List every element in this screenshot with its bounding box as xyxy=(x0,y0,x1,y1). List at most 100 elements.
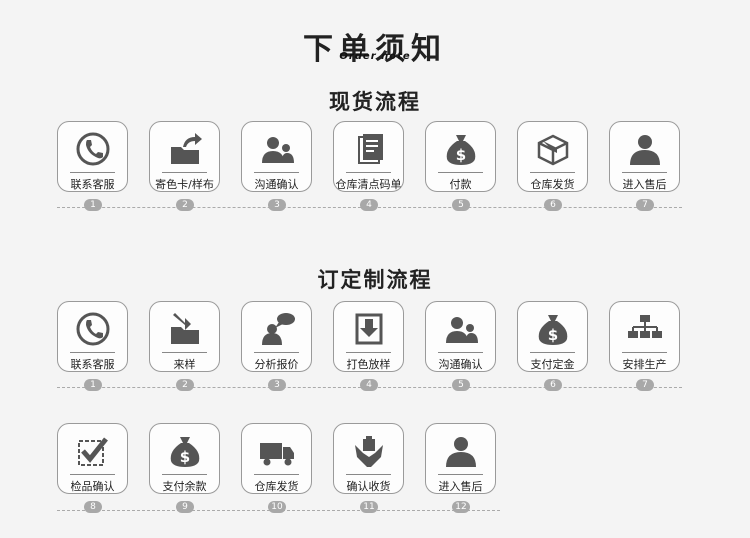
step-tile: 沟通确认 xyxy=(425,301,496,372)
truck-icon xyxy=(259,443,294,466)
process-step: 安排生产 7 xyxy=(609,301,682,391)
step-label: 进入售后 xyxy=(438,480,483,493)
tile-divider xyxy=(438,172,483,173)
tile-divider xyxy=(530,172,575,173)
step-tile: 寄色卡/样布 xyxy=(149,121,220,192)
process-step: 来样 2 xyxy=(149,301,222,391)
step-label: 付款 xyxy=(449,178,472,191)
step-number-badge: 4 xyxy=(360,379,378,391)
step-tile: 分析报价 xyxy=(241,301,312,372)
step-number-badge: 1 xyxy=(84,379,102,391)
step-number-badge: 7 xyxy=(636,379,654,391)
tile-divider xyxy=(70,172,115,173)
tile-divider xyxy=(438,474,483,475)
tile-divider xyxy=(346,172,391,173)
org-chart-icon xyxy=(627,315,662,338)
step-label: 仓库发货 xyxy=(254,480,299,493)
process-step: 检品确认 8 xyxy=(57,423,130,513)
step-number-badge: 8 xyxy=(84,501,102,513)
tile-divider xyxy=(162,352,207,353)
phone-icon xyxy=(76,132,109,166)
process-step: 仓库清点码单 4 xyxy=(333,121,406,211)
step-number-badge: 3 xyxy=(268,199,286,211)
process-step: $ 支付余款 9 xyxy=(149,423,222,513)
step-label: 沟通确认 xyxy=(254,178,299,191)
folder-receive-icon xyxy=(170,313,199,344)
user-icon xyxy=(445,437,476,467)
step-number-badge: 2 xyxy=(176,379,194,391)
user-speech-icon xyxy=(261,313,295,345)
tile-divider xyxy=(346,474,391,475)
process-step: 联系客服 1 xyxy=(57,301,130,391)
tile-divider xyxy=(254,474,299,475)
step-tile: $ 付款 xyxy=(425,121,496,192)
svg-text:$: $ xyxy=(547,326,557,344)
process-step: 确认收货 11 xyxy=(333,423,406,513)
step-tile: $ 支付余款 xyxy=(149,423,220,494)
process-step: 分析报价 3 xyxy=(241,301,314,391)
money-bag-icon: $ xyxy=(170,437,199,467)
section-title-custom: 订定制流程 xyxy=(317,268,433,292)
step-number-badge: 12 xyxy=(452,501,470,513)
step-label: 安排生产 xyxy=(622,358,667,371)
step-tile: $ 支付定金 xyxy=(517,301,588,372)
money-bag-icon: $ xyxy=(446,135,475,165)
users-icon xyxy=(261,137,294,163)
process-step: 仓库发货 10 xyxy=(241,423,314,513)
step-number-badge: 11 xyxy=(360,501,378,513)
step-label: 进入售后 xyxy=(622,178,667,191)
step-tile: 仓库发货 xyxy=(241,423,312,494)
step-label: 支付定金 xyxy=(530,358,575,371)
step-number-badge: 1 xyxy=(84,199,102,211)
page-subtitle: Order note xyxy=(339,51,411,62)
svg-text:$: $ xyxy=(455,146,465,164)
process-step: 沟通确认 5 xyxy=(425,301,498,391)
step-tile: 仓库清点码单 xyxy=(333,121,404,192)
tile-divider xyxy=(70,352,115,353)
step-label: 仓库清点码单 xyxy=(335,178,402,191)
tile-divider xyxy=(254,172,299,173)
step-tile: 打色放样 xyxy=(333,301,404,372)
step-number-badge: 5 xyxy=(452,199,470,211)
process-step: 仓库发货 6 xyxy=(517,121,590,211)
step-number-badge: 6 xyxy=(544,199,562,211)
step-label: 联系客服 xyxy=(70,178,115,191)
step-number-badge: 10 xyxy=(268,501,286,513)
step-number-badge: 4 xyxy=(360,199,378,211)
step-number-badge: 3 xyxy=(268,379,286,391)
step-number-badge: 7 xyxy=(636,199,654,211)
step-number-badge: 5 xyxy=(452,379,470,391)
page-title: 下单须知 xyxy=(303,32,447,67)
step-tile: 来样 xyxy=(149,301,220,372)
step-label: 来样 xyxy=(173,358,196,371)
step-label: 打色放样 xyxy=(346,358,391,371)
step-tile: 进入售后 xyxy=(425,423,496,494)
step-tile: 联系客服 xyxy=(57,121,128,192)
box-icon xyxy=(537,134,568,166)
tile-divider xyxy=(622,172,667,173)
process-step: $ 支付定金 6 xyxy=(517,301,590,391)
step-label: 联系客服 xyxy=(70,358,115,371)
step-tile: 安排生产 xyxy=(609,301,680,372)
user-icon xyxy=(629,135,660,165)
checkbox-icon xyxy=(77,437,108,466)
step-number-badge: 6 xyxy=(544,379,562,391)
step-label: 沟通确认 xyxy=(438,358,483,371)
download-icon xyxy=(355,313,382,345)
tile-divider xyxy=(254,352,299,353)
process-step: 沟通确认 3 xyxy=(241,121,314,211)
tile-divider xyxy=(530,352,575,353)
step-number-badge: 9 xyxy=(176,501,194,513)
step-label: 仓库发货 xyxy=(530,178,575,191)
tile-divider xyxy=(622,352,667,353)
step-tile: 检品确认 xyxy=(57,423,128,494)
tile-divider xyxy=(70,474,115,475)
step-tile: 仓库发货 xyxy=(517,121,588,192)
tile-divider xyxy=(162,474,207,475)
step-tile: 确认收货 xyxy=(333,423,404,494)
process-step: 打色放样 4 xyxy=(333,301,406,391)
step-label: 支付余款 xyxy=(162,480,207,493)
phone-icon xyxy=(76,312,109,346)
tile-divider xyxy=(438,352,483,353)
